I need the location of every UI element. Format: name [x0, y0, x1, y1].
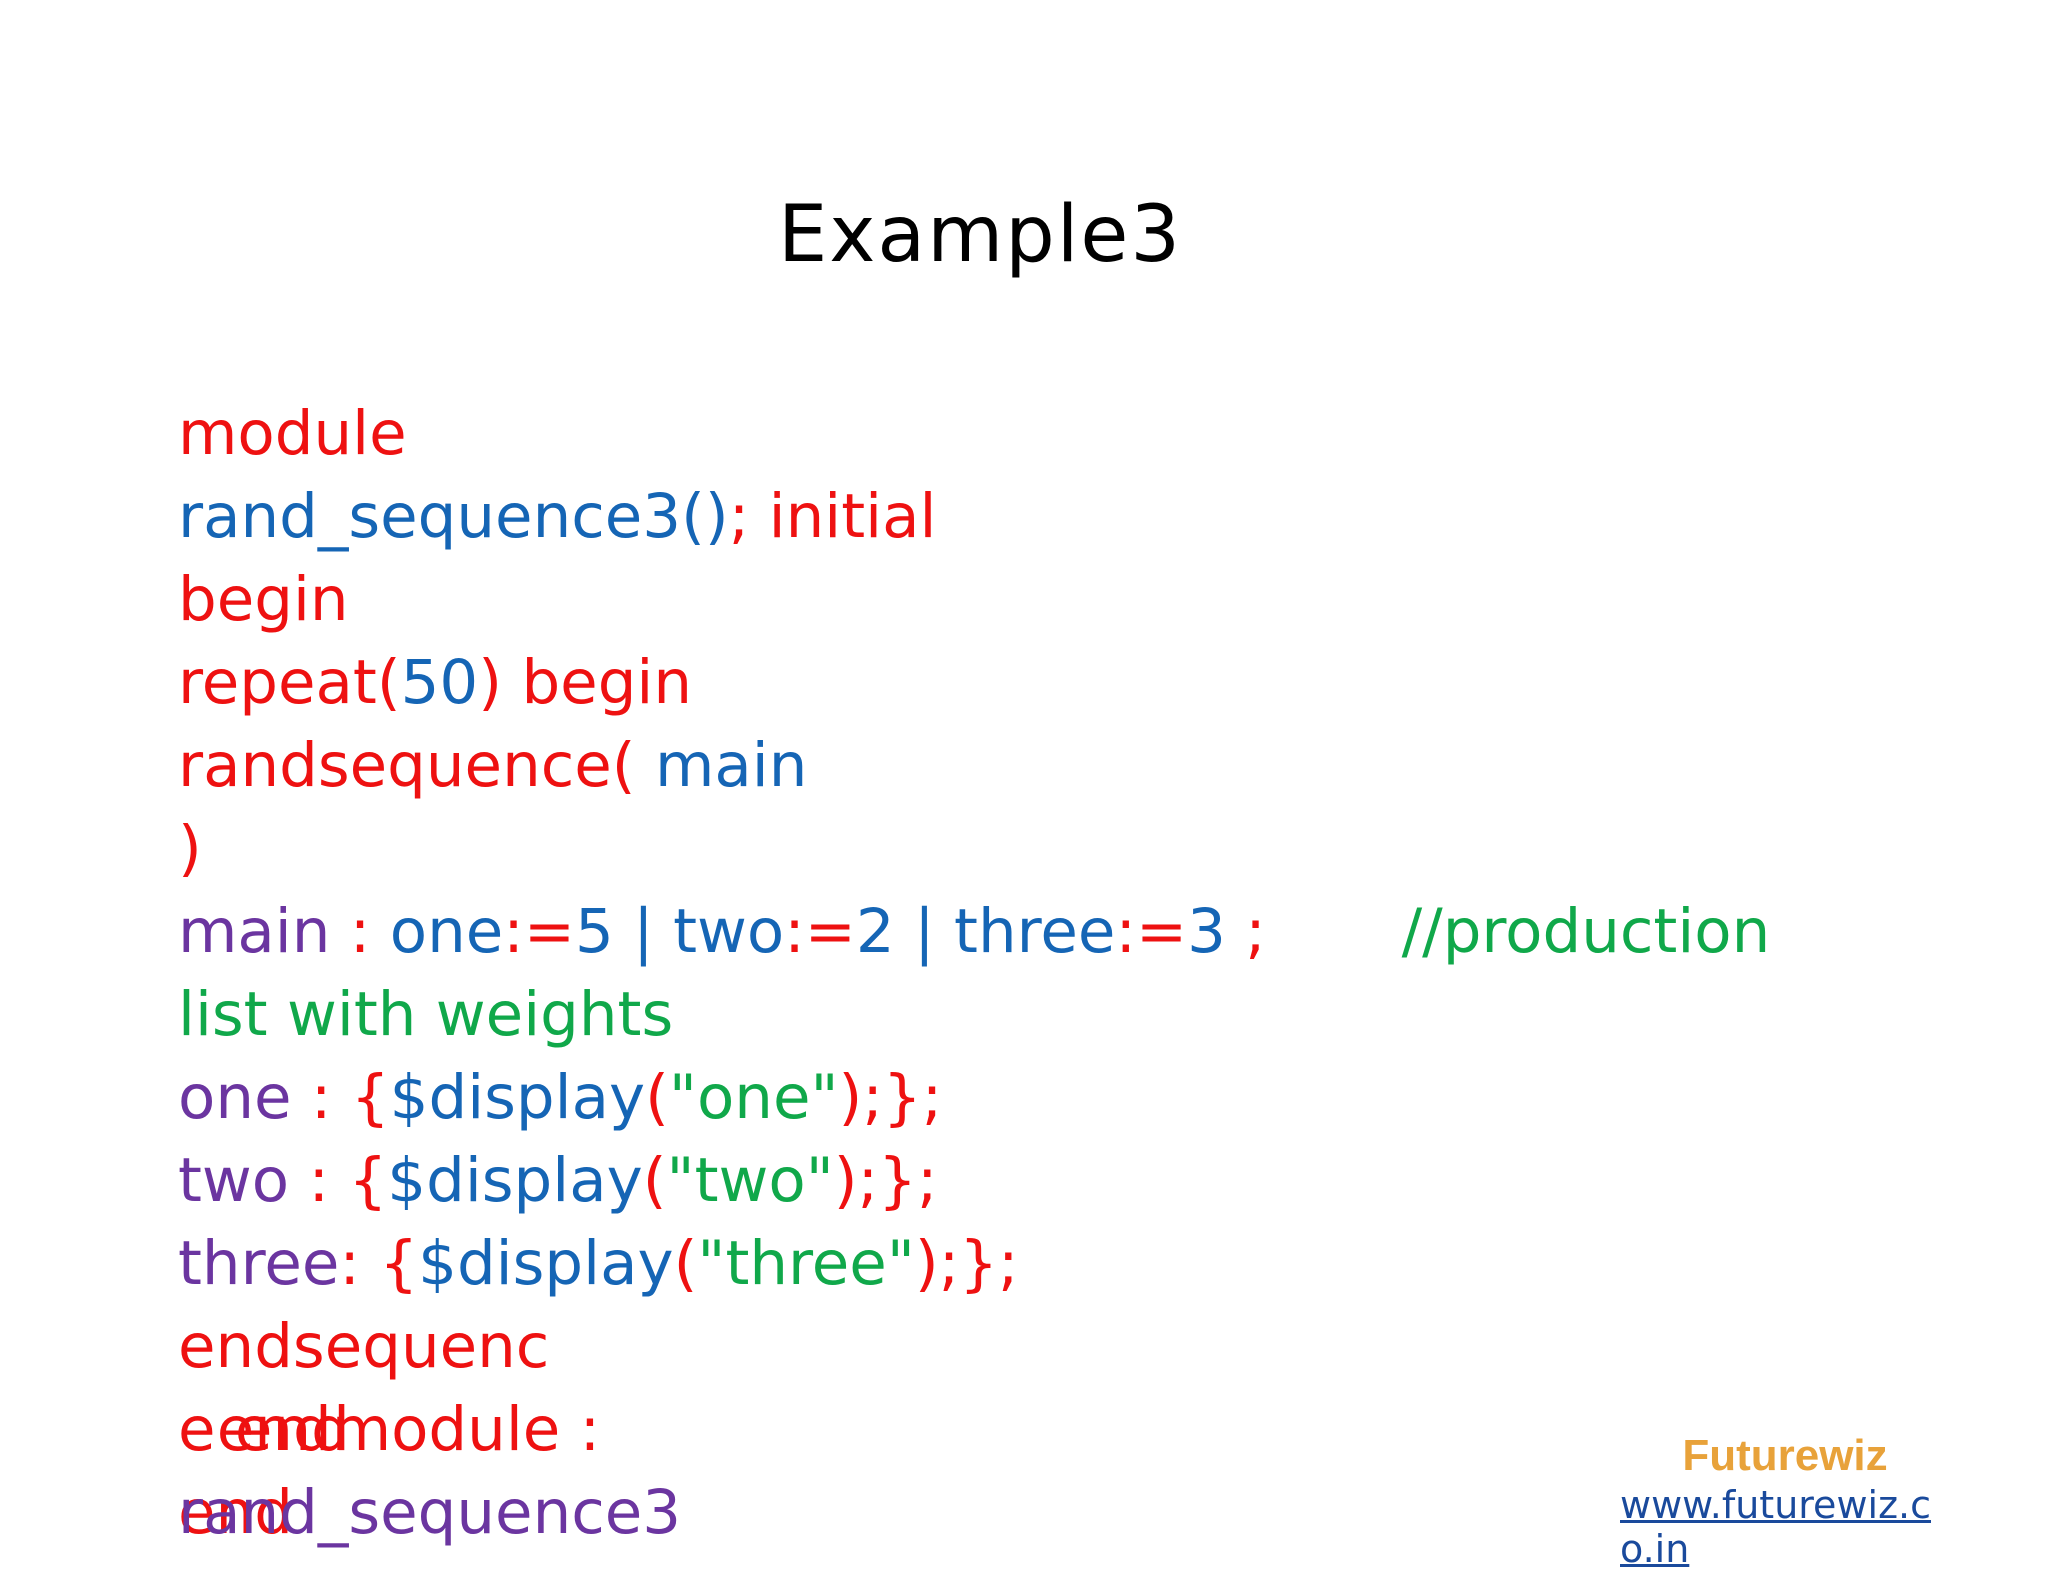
comment: //production [1265, 896, 1771, 967]
keyword: : { [289, 1145, 388, 1216]
keyword: );}; [914, 1228, 1019, 1299]
keyword: ; [1225, 896, 1266, 967]
operator: := [503, 896, 575, 967]
keyword: ) [178, 813, 202, 884]
code-line: begin [178, 558, 1878, 641]
production-name: one [178, 1062, 292, 1133]
identifier: $display [418, 1228, 674, 1299]
identifier: 2 | three [855, 896, 1116, 967]
code-block: module rand_sequence3(); initial begin r… [178, 392, 1878, 1554]
keyword: repeat( [178, 647, 401, 718]
keyword: : [330, 896, 390, 967]
string-literal: "three" [697, 1228, 915, 1299]
string-literal: "two" [666, 1145, 834, 1216]
keyword: module [178, 398, 407, 469]
brand-logo-text: Futurewiz [1682, 1431, 1888, 1480]
code-line: list with weights [178, 973, 1878, 1056]
keyword: );}; [833, 1145, 938, 1216]
keyword: ( [673, 1228, 698, 1299]
code-line: rand_sequence3(); initial [178, 475, 1878, 558]
operator: := [1115, 896, 1188, 967]
code-line-overlapping: e end endmodule : [178, 1388, 1878, 1471]
keyword: endsequenc [178, 1311, 550, 1382]
comment: list with weights [178, 979, 674, 1050]
keyword: begin [178, 564, 349, 635]
string-literal: "one" [668, 1062, 839, 1133]
brand-footer: Futurewiz www.futurewiz.co.in [1620, 1431, 1950, 1572]
identifier: rand_sequence3() [178, 481, 729, 552]
production-name: main [178, 896, 331, 967]
keyword: );}; [838, 1062, 943, 1133]
identifier: main [654, 730, 808, 801]
keyword: ; initial [728, 481, 937, 552]
identifier: one [389, 896, 504, 967]
code-line: endsequenc [178, 1305, 1878, 1388]
keyword: randsequence( [178, 730, 655, 801]
identifier: $display [389, 1062, 646, 1133]
identifier: $display [387, 1145, 643, 1216]
keyword: ( [642, 1145, 667, 1216]
code-line: one : {$display("one");}; [178, 1056, 1878, 1139]
code-line: module [178, 392, 1878, 475]
number-literal: 3 [1187, 896, 1226, 967]
production-name: rand_sequence3 [178, 1477, 682, 1548]
code-line: two : {$display("two");}; [178, 1139, 1878, 1222]
production-name: three [178, 1228, 340, 1299]
identifier: 5 | two [574, 896, 785, 967]
keyword: ( [645, 1062, 669, 1133]
code-line: randsequence( main [178, 724, 1878, 807]
website-link[interactable]: www.futurewiz.co.in [1620, 1483, 1931, 1572]
keyword: : { [339, 1228, 419, 1299]
keyword: : { [291, 1062, 390, 1133]
operator: := [784, 896, 856, 967]
keyword: e end [178, 1394, 350, 1465]
number-literal: 50 [400, 647, 479, 718]
code-line: main : one:=5 | two:=2 | three:=3 ; //pr… [178, 890, 1878, 973]
keyword: endmodule : [178, 1394, 601, 1465]
code-line: ) [178, 807, 1878, 890]
code-line: three: {$display("three");}; [178, 1222, 1878, 1305]
keyword: ) begin [478, 647, 693, 718]
code-line: repeat(50) begin [178, 641, 1878, 724]
slide-title: Example3 [777, 190, 1183, 280]
production-name: two [178, 1145, 290, 1216]
